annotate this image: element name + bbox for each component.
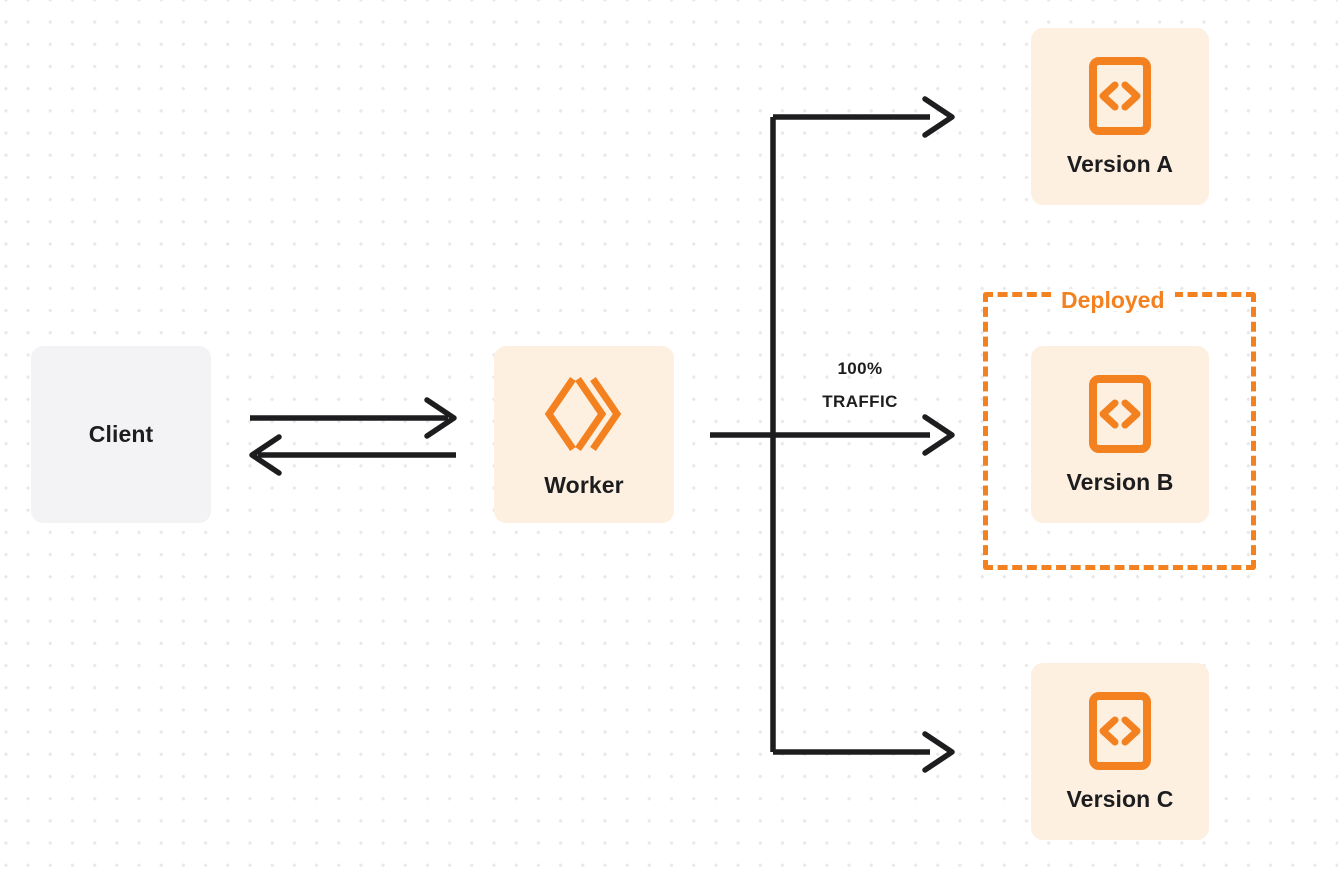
node-version-c-label: Version C — [1066, 785, 1174, 812]
code-file-icon — [1088, 691, 1152, 771]
arrow-worker-to-version-b — [922, 414, 955, 456]
code-file-icon — [1088, 56, 1152, 136]
node-version-b[interactable]: Version B — [1031, 346, 1209, 523]
node-worker-label: Worker — [544, 471, 624, 498]
arrow-worker-to-version-c — [773, 731, 955, 773]
cloudflare-workers-logo-icon — [541, 371, 627, 457]
node-version-c[interactable]: Version C — [1031, 663, 1209, 840]
code-file-icon — [1088, 374, 1152, 454]
node-version-a[interactable]: Version A — [1031, 28, 1209, 205]
worker-branch-trunk — [710, 117, 930, 752]
traffic-label: 100% TRAFFIC — [785, 352, 935, 418]
node-client[interactable]: Client — [31, 346, 211, 523]
arrow-client-to-worker — [250, 397, 457, 439]
node-client-label: Client — [88, 420, 154, 447]
arrow-worker-to-client — [249, 434, 456, 476]
arrow-worker-to-version-a — [773, 96, 955, 138]
node-version-b-label: Version B — [1066, 468, 1174, 495]
traffic-label-percent: 100% — [837, 359, 883, 378]
group-deployed-label: Deployed — [1051, 289, 1175, 312]
traffic-label-text: TRAFFIC — [822, 392, 898, 412]
node-worker[interactable]: Worker — [494, 346, 674, 523]
node-version-a-label: Version A — [1066, 150, 1174, 177]
